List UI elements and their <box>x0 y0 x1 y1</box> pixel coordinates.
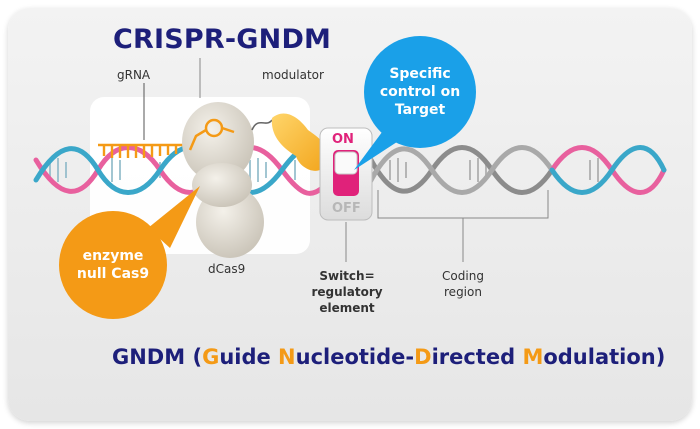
switch-label-line1: Switch= <box>319 269 375 283</box>
bottom-title-part: ucleotide- <box>295 345 415 369</box>
bottom-title-letter-m: M <box>522 345 544 369</box>
enzyme-callout-line2: null Cas9 <box>76 266 150 282</box>
bottom-title-part: GNDM ( <box>112 345 203 369</box>
modulator-label: modulator <box>262 68 324 82</box>
enzyme-callout: enzyme null Cas9 <box>59 211 167 319</box>
switch-toggle <box>334 151 358 175</box>
switch-element <box>319 127 373 221</box>
bottom-title-part: irected <box>431 345 523 369</box>
modulator-tether <box>251 119 273 131</box>
coding-label-line2: region <box>444 285 482 299</box>
target-callout: Specific control on Target <box>364 36 476 148</box>
switch-label-line2: regulatory <box>311 285 383 299</box>
enzyme-callout-pointer <box>148 186 200 248</box>
coding-label-line1: Coding <box>442 269 484 283</box>
bottom-title-letter-d: D <box>414 345 432 369</box>
bottom-title-part: odulation) <box>543 345 666 369</box>
switch-label: Switch= regulatory element <box>303 268 391 316</box>
grna-label: gRNA <box>117 68 151 82</box>
target-callout-line2: control on <box>379 84 461 100</box>
target-callout-pointer <box>354 128 400 170</box>
target-callout-line3: Target <box>394 102 446 118</box>
bottom-title-letter-g: G <box>202 345 220 369</box>
bottom-title: GNDM (Guide Nucleotide-Directed Modulati… <box>112 345 665 369</box>
dna-helix-regulatory <box>33 145 328 196</box>
target-callout-line1: Specific <box>389 66 451 82</box>
dna-helix-coding <box>367 145 667 195</box>
switch-off-label: OFF <box>332 201 361 216</box>
target-bubble-shape <box>364 36 476 148</box>
dna-strand-teal <box>33 145 328 195</box>
dcas9-label: dCas9 <box>208 262 246 276</box>
modulator-domain <box>271 113 328 171</box>
dcas9-protein <box>182 102 264 258</box>
switch-on-label: ON <box>332 132 354 147</box>
enzyme-bubble-shape <box>59 211 167 319</box>
coding-label: Coding region <box>428 268 498 300</box>
diagram-title: CRISPR-GNDM <box>113 24 332 55</box>
bottom-title-part: uide <box>219 345 279 369</box>
dna-rungs-left <box>49 158 296 182</box>
bottom-title-letter-n: N <box>278 345 296 369</box>
switch-label-line3: element <box>319 301 375 315</box>
enzyme-callout-line1: enzyme <box>82 248 144 264</box>
